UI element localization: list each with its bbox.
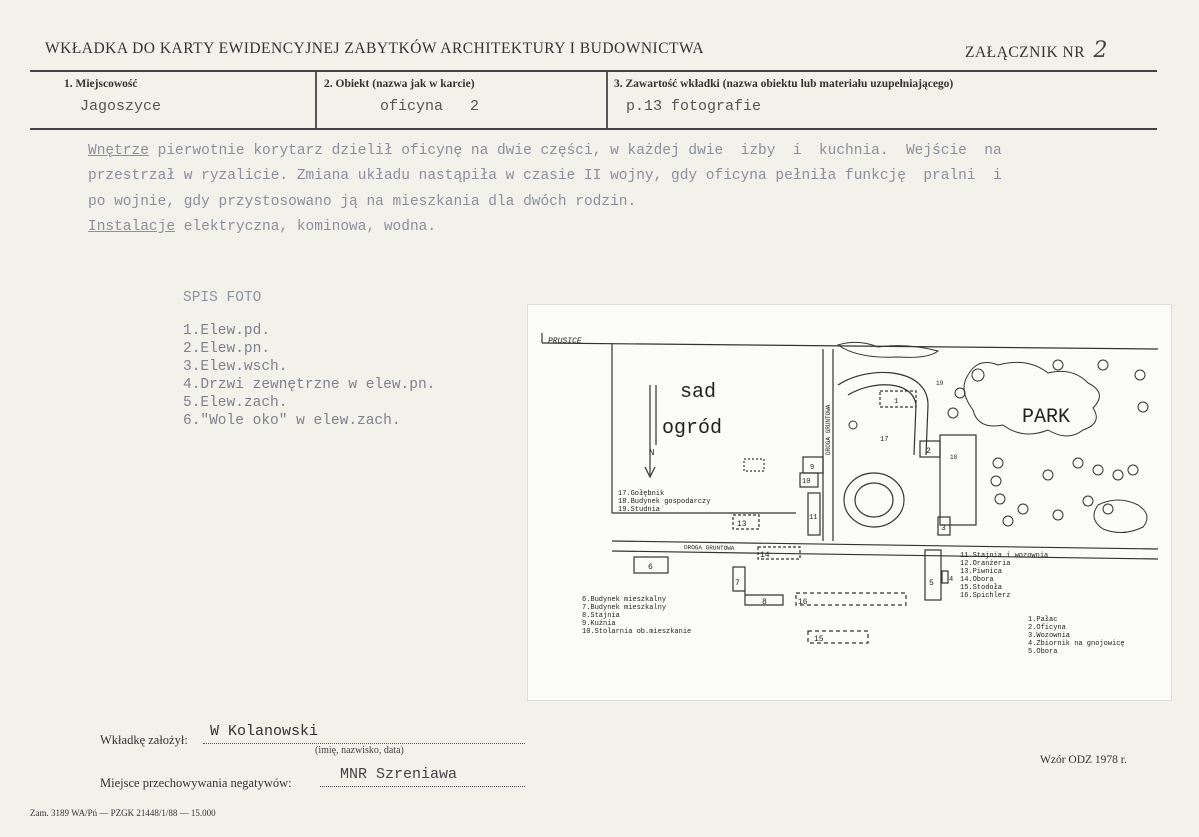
- legend-d-item: 5.Obora: [1028, 648, 1057, 656]
- storage-line: [320, 786, 525, 787]
- legend-d-item: 3.Wozownia: [1028, 632, 1070, 640]
- storage-value: MNR Szreniawa: [340, 766, 458, 783]
- photo-list: 1.Elew.pd. 2.Elew.pn. 3.Elew.wsch. 4.Drz…: [183, 322, 435, 430]
- body-line-1: Wnętrze pierwotnie korytarz dzielił ofic…: [88, 143, 1002, 159]
- legend-c-item: 12.Oranżeria: [960, 560, 1010, 568]
- building-number: 9: [810, 464, 814, 472]
- photo-list-item: 1.Elew.pd.: [183, 323, 271, 339]
- legend-d-item: 1.Pałac: [1028, 616, 1057, 624]
- map-label-sad: sad: [680, 381, 716, 404]
- legend-c-item: 11.Stajnia i wozownia: [960, 552, 1048, 560]
- legend-b-item: 10.Stolarnia ob.mieszkanie: [582, 628, 691, 636]
- table-bottom-rule: [30, 128, 1157, 130]
- map-label-park: PARK: [1022, 406, 1070, 429]
- body-line-1-text: pierwotnie korytarz dzielił oficynę na d…: [148, 143, 1002, 159]
- photo-list-item: 5.Elew.zach.: [183, 395, 288, 411]
- legend-d-item: 4.Zbiornik na gnojowicę: [1028, 640, 1125, 648]
- building-number: 11: [809, 514, 817, 522]
- legend-c-item: 14.Obora: [960, 576, 994, 584]
- map-road-bottom: DROGA GRUNTOWA: [684, 544, 735, 552]
- building-number: 18: [950, 454, 958, 461]
- legend-a-item: 19.Studnia: [618, 506, 660, 514]
- map-label-ogrod: ogród: [662, 417, 722, 440]
- installations-heading: Instalacje: [88, 219, 176, 235]
- legend-b-item: 7.Budynek mieszkalny: [582, 604, 666, 612]
- legend-b-item: 6.Budynek mieszkalny: [582, 596, 666, 604]
- building-number: 6: [648, 563, 653, 572]
- building-number: 4: [949, 576, 953, 584]
- legend-d-item: 2.Oficyna: [1028, 624, 1066, 632]
- building-number: 8: [762, 598, 767, 607]
- building-number: 14: [760, 551, 770, 560]
- content-label: 3. Zawartość wkładki (nazwa obiektu lub …: [614, 78, 954, 90]
- table-top-rule: [30, 70, 1157, 72]
- building-number: 17: [880, 436, 888, 444]
- founder-line: [203, 743, 525, 744]
- body-line-4-text: elektryczna, kominowa, wodna.: [175, 219, 437, 235]
- object-value: oficyna 2: [380, 98, 480, 115]
- photo-list-item: 3.Elew.wsch.: [183, 359, 288, 375]
- annex-label-text: ZAŁĄCZNIK NR: [965, 44, 1086, 61]
- photo-list-item: 4.Drzwi zewnętrzne w elew.pn.: [183, 377, 436, 393]
- building-number: 1: [894, 398, 898, 406]
- building-number: 13: [737, 520, 747, 529]
- site-plan-image: PRUSICE sad ogród PARK N DROGA GRUNTOWA …: [528, 305, 1171, 700]
- photo-list-item: 6."Wole oko" w elew.zach.: [183, 413, 401, 429]
- map-road-top: PRUSICE: [548, 337, 582, 346]
- building-number: 5: [929, 579, 934, 588]
- body-line-3: po wojnie, gdy przystosowano ją na miesz…: [88, 194, 637, 210]
- site-plan-drawing: PRUSICE sad ogród PARK N DROGA GRUNTOWA …: [541, 333, 1159, 656]
- legend-c-item: 16.Spichlerz: [960, 592, 1010, 600]
- map-road-vertical: DROGA GRUNTOWA: [825, 404, 832, 455]
- building-number: 19: [936, 380, 944, 387]
- building-number: 2: [926, 447, 931, 456]
- photo-list-title: SPIS FOTO: [183, 290, 262, 306]
- legend-c-item: 15.Stodoła: [960, 584, 1002, 592]
- building-number: 15: [814, 635, 824, 644]
- table-divider-1: [315, 72, 317, 128]
- building-number: 7: [735, 579, 740, 588]
- interior-heading: Wnętrze: [88, 143, 149, 159]
- locality-value: Jagoszyce: [80, 98, 162, 115]
- storage-label: Miejsce przechowywania negatywów:: [100, 776, 292, 790]
- annex-label: ZAŁĄCZNIK NR 2: [965, 38, 1108, 63]
- founder-label: Wkładkę założył:: [100, 733, 188, 747]
- founder-value: W Kolanowski: [210, 723, 319, 740]
- photo-list-item: 2.Elew.pn.: [183, 341, 271, 357]
- legend-a-item: 17.Gołębnik: [618, 490, 664, 498]
- map-north: N: [649, 448, 654, 458]
- body-line-4: Instalacje elektryczna, kominowa, wodna.: [88, 219, 436, 235]
- print-order: Zam. 3189 WA/Pń — PZGK 21448/1/88 — 15.0…: [30, 808, 216, 818]
- table-divider-2: [606, 72, 608, 128]
- legend-c-item: 13.Piwnica: [960, 568, 1002, 576]
- founder-hint: (imię, nazwisko, data): [315, 745, 404, 756]
- legend-b-item: 9.Kuźnia: [582, 620, 616, 628]
- building-number: 10: [802, 478, 810, 486]
- annex-number: 2: [1093, 38, 1108, 63]
- pattern-note: Wzór ODZ 1978 r.: [1040, 754, 1127, 766]
- locality-label: 1. Miejscowość: [64, 78, 138, 90]
- body-line-2: przestrzał w ryzalicie. Zmiana układu na…: [88, 168, 1002, 184]
- building-number: 16: [798, 598, 808, 607]
- legend-a-item: 18.Budynek gospodarczy: [618, 498, 710, 506]
- card-title: WKŁADKA DO KARTY EWIDENCYJNEJ ZABYTKÓW A…: [45, 40, 705, 57]
- building-number: 3: [941, 524, 946, 533]
- object-label: 2. Obiekt (nazwa jak w karcie): [324, 78, 475, 90]
- legend-b-item: 8.Stajnia: [582, 612, 620, 620]
- content-value: p.13 fotografie: [626, 98, 762, 115]
